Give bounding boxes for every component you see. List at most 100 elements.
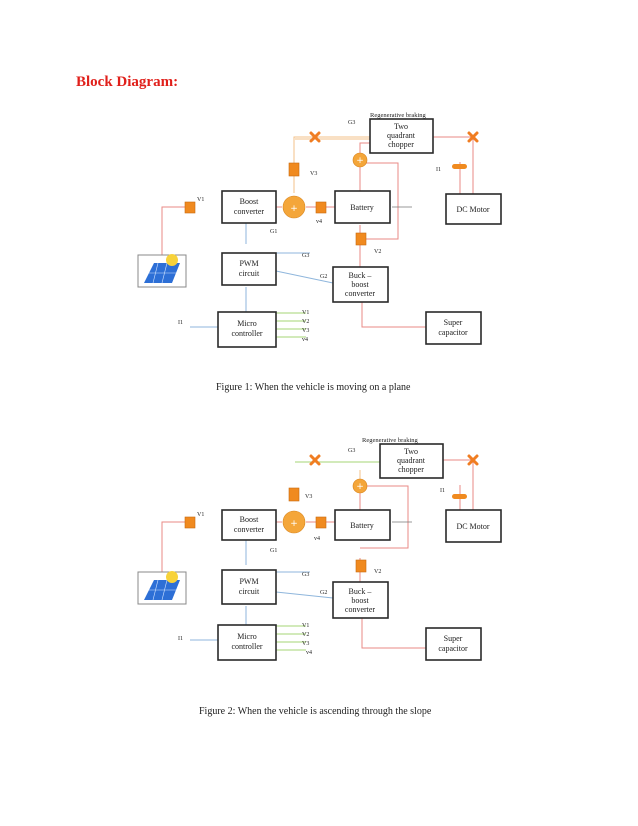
svg-text:Battery: Battery [350, 203, 374, 212]
svg-text:PWM: PWM [239, 577, 258, 586]
svg-text:V2: V2 [374, 249, 381, 255]
block-diagram-figure-2: Boost converter Battery Two quadrant cho… [137, 437, 502, 661]
buck-boost-converter-block: Buck – boost converter [332, 266, 389, 303]
sensor-v1-icon [184, 201, 196, 214]
figure-1-caption: Figure 1: When the vehicle is moving on … [216, 382, 411, 393]
svg-text:Buck –: Buck – [349, 587, 373, 596]
svg-text:V1: V1 [197, 197, 204, 203]
cross-mark-icon [309, 454, 321, 466]
svg-text:V2: V2 [302, 632, 309, 638]
svg-text:I1: I1 [178, 320, 183, 326]
dc-motor-block: DC Motor [445, 509, 502, 543]
svg-text:G2: G2 [320, 274, 327, 280]
dc-motor-block: DC Motor [445, 193, 502, 225]
svg-text:converter: converter [234, 525, 265, 534]
svg-text:V2: V2 [374, 569, 381, 575]
svg-text:circuit: circuit [239, 587, 260, 596]
svg-text:converter: converter [345, 605, 376, 614]
sensor-v3-icon [288, 487, 300, 502]
svg-text:Super: Super [444, 318, 463, 327]
svg-text:G3: G3 [302, 253, 309, 259]
buck-boost-converter-block: Buck – boost converter [332, 581, 389, 619]
summing-junction-icon [282, 510, 306, 534]
cross-mark-icon [309, 131, 321, 143]
super-capacitor-block: Super capacitor [425, 311, 482, 345]
svg-text:V3: V3 [310, 171, 317, 177]
svg-text:G3: G3 [302, 572, 309, 578]
svg-text:controller: controller [231, 329, 262, 338]
svg-text:Boost: Boost [240, 197, 259, 206]
regen-braking-label: Regenerative braking [370, 112, 427, 119]
svg-text:circuit: circuit [239, 269, 260, 278]
svg-text:G1: G1 [270, 548, 277, 554]
svg-text:I1: I1 [440, 488, 445, 494]
svg-text:V3: V3 [305, 494, 312, 500]
svg-text:converter: converter [345, 289, 376, 298]
summing-junction-icon [352, 478, 368, 494]
pwm-circuit-block: PWM circuit [221, 252, 277, 286]
current-sensor-icon [452, 164, 467, 169]
sensor-v3-icon [288, 162, 300, 177]
svg-text:G1: G1 [270, 229, 277, 235]
svg-text:chopper: chopper [398, 465, 424, 474]
svg-text:+: + [290, 519, 298, 529]
figure-2-caption: Figure 2: When the vehicle is ascending … [199, 706, 432, 717]
cross-mark-icon [467, 131, 479, 143]
block-diagram-figure-1: Boost converter Battery Two quadrant cho… [137, 112, 502, 348]
svg-text:I1: I1 [178, 636, 183, 642]
micro-controller-block: Micro controller [217, 624, 277, 661]
svg-text:+: + [356, 156, 364, 166]
svg-text:Micro: Micro [237, 632, 257, 641]
sensor-v2-icon [355, 232, 367, 246]
svg-text:G3: G3 [348, 448, 355, 454]
svg-text:Boost: Boost [240, 515, 259, 524]
svg-text:V1: V1 [302, 310, 309, 316]
svg-text:G2: G2 [320, 590, 327, 596]
svg-text:boost: boost [351, 280, 369, 289]
boost-converter-block: Boost converter [221, 190, 277, 224]
svg-text:v4: v4 [316, 219, 322, 225]
svg-text:boost: boost [351, 596, 369, 605]
section-heading: Block Diagram: [76, 74, 179, 90]
svg-text:V1: V1 [302, 623, 309, 629]
svg-text:capacitor: capacitor [438, 644, 468, 653]
svg-text:v4: v4 [306, 650, 312, 656]
summing-junction-icon [352, 152, 368, 168]
svg-text:quadrant: quadrant [397, 456, 426, 465]
svg-text:G3: G3 [348, 120, 355, 126]
svg-text:chopper: chopper [388, 140, 414, 149]
svg-text:Two: Two [404, 447, 418, 456]
battery-block: Battery [334, 509, 391, 541]
svg-text:Super: Super [444, 634, 463, 643]
sensor-v2-icon [355, 559, 367, 573]
svg-text:V3: V3 [302, 328, 309, 334]
sensor-v1-icon [184, 516, 196, 529]
two-quadrant-chopper-block: Two quadrant chopper [379, 443, 444, 479]
svg-text:+: + [356, 482, 364, 492]
svg-text:V2: V2 [302, 319, 309, 325]
svg-text:Two: Two [394, 122, 408, 131]
svg-text:PWM: PWM [239, 259, 258, 268]
svg-text:Battery: Battery [350, 521, 374, 530]
micro-controller-block: Micro controller [217, 311, 277, 348]
solar-panel-icon [137, 571, 187, 605]
svg-text:I1: I1 [436, 167, 441, 173]
regen-braking-label: Regenerative braking [362, 437, 419, 444]
battery-block: Battery [334, 190, 391, 224]
svg-text:Buck –: Buck – [349, 271, 373, 280]
current-sensor-icon [452, 494, 467, 499]
cross-mark-icon [467, 454, 479, 466]
pwm-circuit-block: PWM circuit [221, 569, 277, 605]
svg-text:converter: converter [234, 207, 265, 216]
boost-converter-block: Boost converter [221, 509, 277, 541]
solar-panel-icon [137, 254, 187, 288]
svg-text:DC Motor: DC Motor [456, 205, 489, 214]
svg-text:V1: V1 [197, 512, 204, 518]
sensor-v4-icon [315, 201, 327, 214]
svg-text:V3: V3 [302, 641, 309, 647]
svg-text:v4: v4 [314, 536, 320, 542]
svg-text:Micro: Micro [237, 319, 257, 328]
super-capacitor-block: Super capacitor [425, 627, 482, 661]
sensor-v4-icon [315, 516, 327, 529]
svg-text:DC Motor: DC Motor [456, 522, 489, 531]
